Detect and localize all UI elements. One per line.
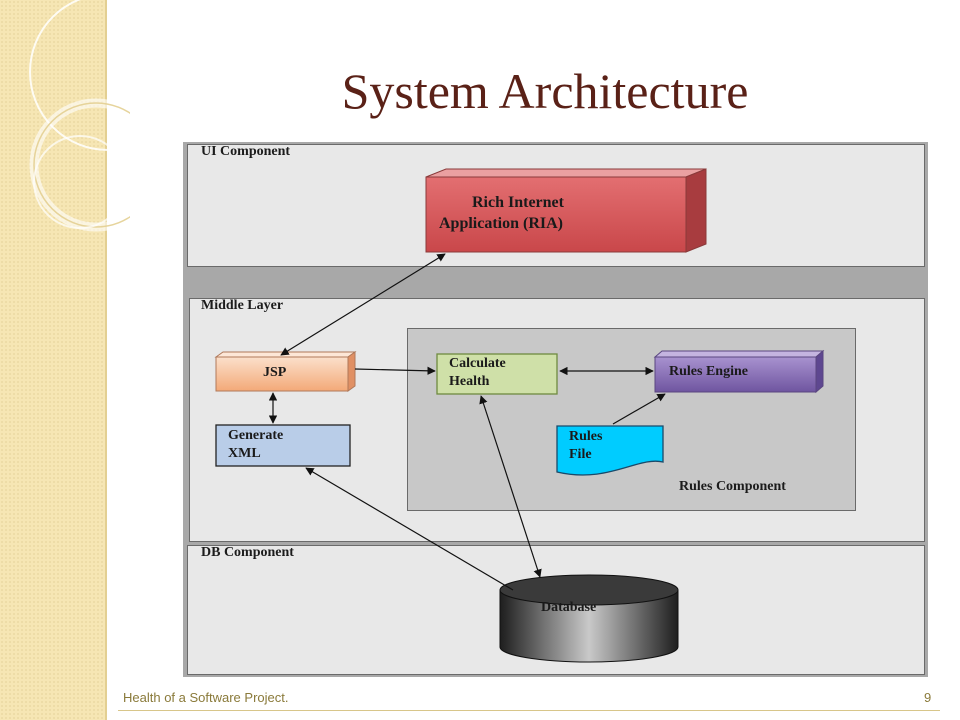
- generate-xml-node: [215, 424, 351, 467]
- arrow-calculate-database: [479, 395, 542, 578]
- calculate-health-label-line2: Health: [449, 374, 490, 389]
- page-number: 9: [924, 690, 932, 705]
- ui-component-label: UI Component: [201, 144, 291, 159]
- middle-layer-label: Middle Layer: [201, 298, 284, 313]
- calculate-health-label-line1: Calculate: [449, 356, 506, 371]
- ria-label-line2: Application (RIA): [439, 215, 564, 232]
- ria-node: [425, 168, 707, 253]
- generate-xml-label-line2: XML: [228, 446, 261, 461]
- database-label: Database: [541, 600, 597, 615]
- rules-engine-label: Rules Engine: [669, 364, 748, 379]
- rules-file-label-line1: Rules: [569, 429, 603, 444]
- footer-divider: [118, 710, 940, 711]
- database-node: [499, 574, 679, 663]
- decor-circles-icon: [29, 0, 130, 232]
- arrow-jsp-calculate: [354, 366, 436, 376]
- rules-component-label: Rules Component: [679, 479, 786, 494]
- slide-decor-line: [105, 0, 107, 720]
- rules-engine-node: [653, 349, 825, 394]
- rules-file-label-line2: File: [569, 447, 592, 462]
- db-component-label: DB Component: [201, 545, 294, 560]
- diagram-shapes: [214, 168, 825, 663]
- rules-file-node: [556, 425, 664, 476]
- ria-label-line1: Rich Internet: [472, 194, 564, 211]
- slide-title: System Architecture: [341, 63, 749, 119]
- arrow-rules-file-engine: [612, 393, 666, 425]
- calculate-health-node: [436, 353, 558, 395]
- architecture-diagram: UI Component Middle Layer Rules Componen…: [183, 142, 928, 677]
- arrow-ria-jsp: [280, 253, 446, 356]
- jsp-label: JSP: [263, 365, 287, 380]
- generate-xml-label-line1: Generate: [228, 428, 284, 443]
- arrow-database-generate: [305, 467, 514, 591]
- slide-footer: Health of a Software Project.: [123, 690, 289, 705]
